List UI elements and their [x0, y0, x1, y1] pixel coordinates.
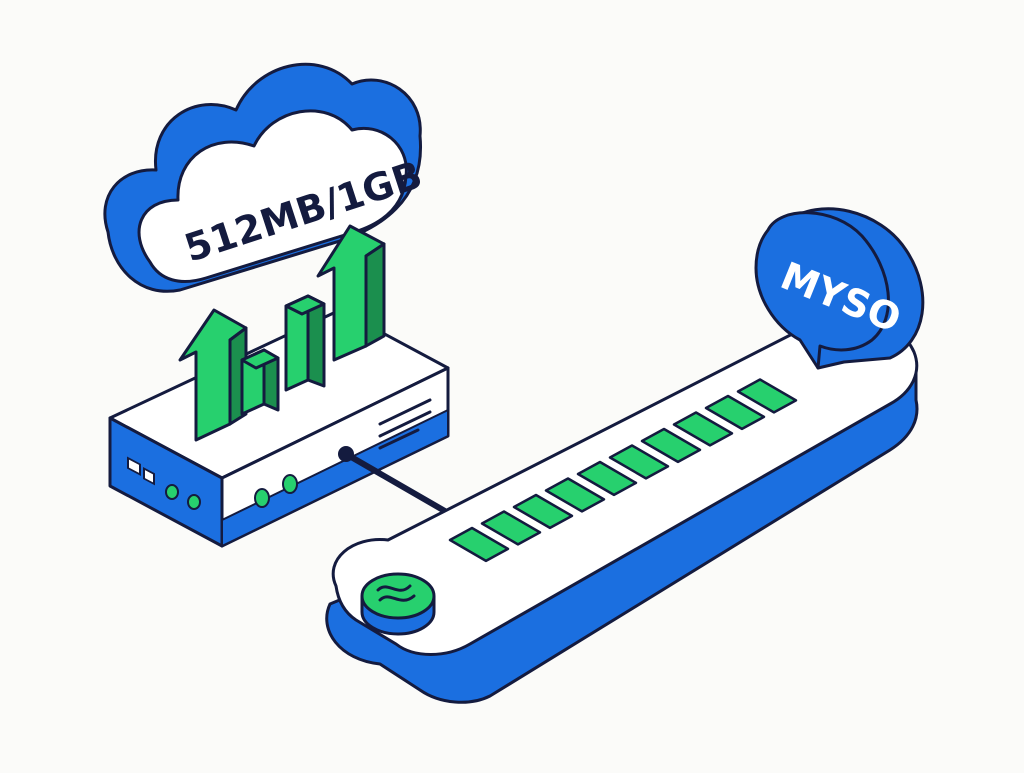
progress-segment — [672, 411, 734, 447]
cloud-icon: 512MB/1GB — [103, 62, 427, 293]
progress-bar-icon — [325, 314, 919, 704]
progress-segment — [448, 526, 510, 563]
server-port — [143, 467, 155, 486]
server-led-left — [165, 484, 179, 500]
growth-bars-arrows-icon — [178, 224, 386, 442]
cable-plug — [338, 446, 354, 462]
progress-segment — [544, 477, 606, 513]
growth-arrow — [178, 308, 248, 442]
server-led-right — [282, 474, 298, 494]
server-vent-line — [378, 428, 420, 450]
progress-segment — [480, 510, 542, 546]
speech-bubble-icon: MYSO — [754, 207, 925, 370]
cable — [338, 446, 453, 517]
progress-segments — [448, 378, 798, 563]
growth-bar — [240, 348, 280, 416]
progress-segment — [736, 378, 798, 414]
progress-segment — [512, 493, 574, 530]
server-box-icon — [108, 308, 450, 548]
progress-segment — [704, 394, 766, 431]
round-button-icon[interactable] — [360, 572, 436, 636]
progress-segment — [608, 444, 670, 480]
bubble-front-shape — [754, 211, 890, 370]
server-vent-line — [378, 410, 432, 438]
server-port — [127, 456, 141, 476]
growth-bar — [284, 294, 326, 392]
growth-arrow — [316, 224, 386, 362]
server-led-left — [187, 494, 201, 510]
progress-segment — [640, 427, 702, 464]
progress-segment — [576, 460, 638, 497]
server-led-right — [254, 488, 270, 508]
server-vent-line — [378, 398, 432, 426]
